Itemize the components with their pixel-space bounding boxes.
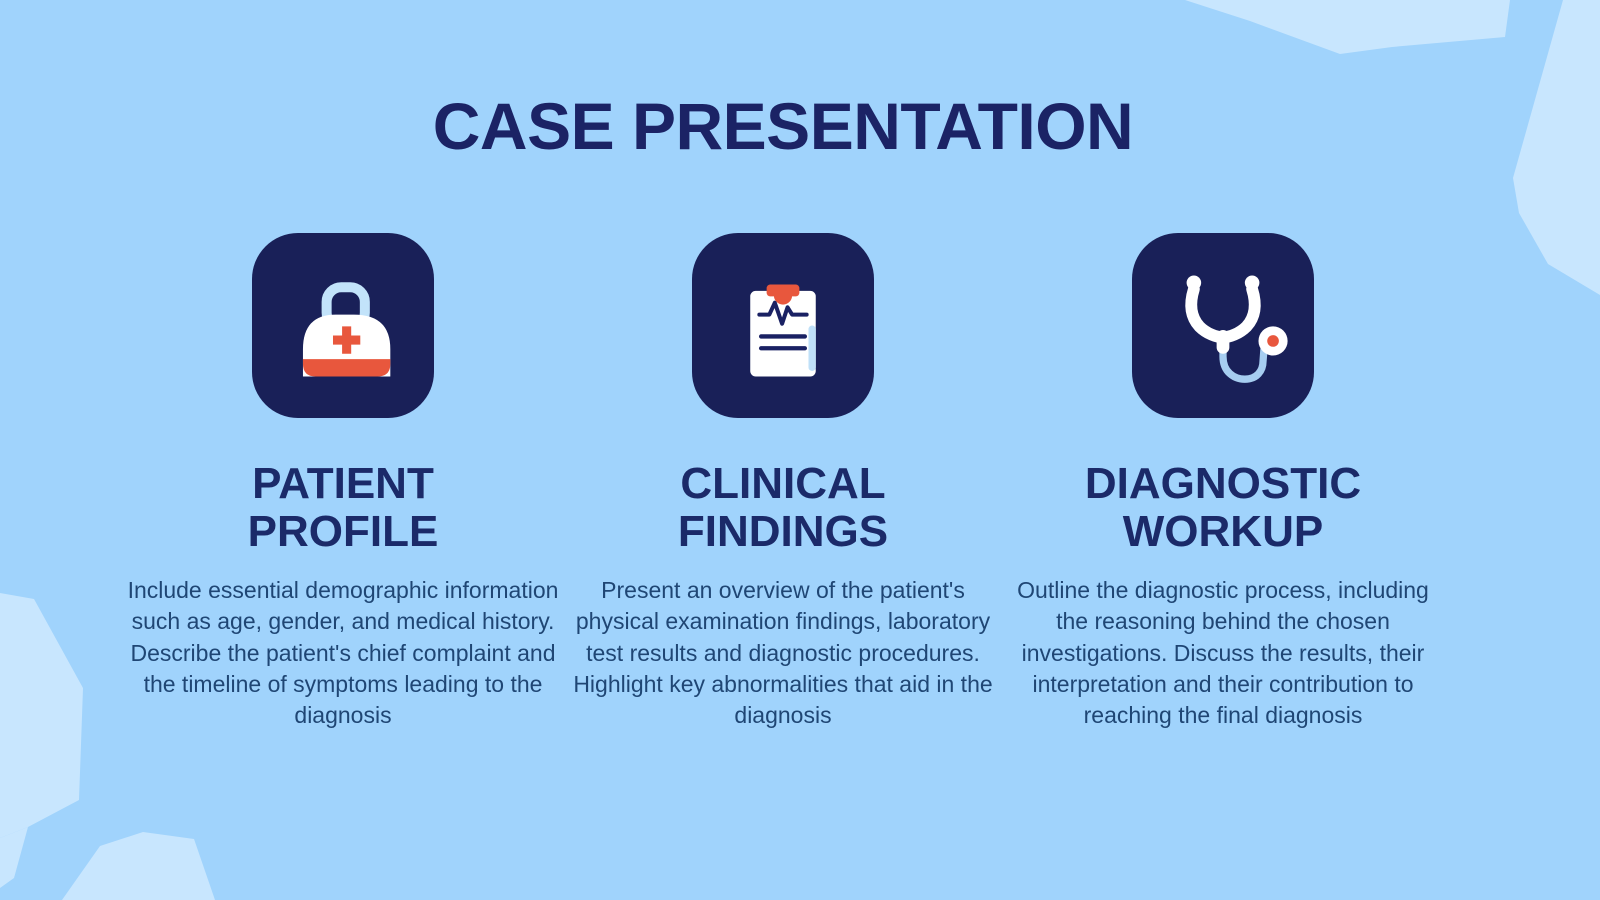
column-heading: DIAGNOSTIC WORKUP [1084, 459, 1362, 557]
column-body-text: Outline the diagnostic process, includin… [1017, 576, 1429, 729]
icon-tile [1132, 233, 1314, 418]
page-title: CASE PRESENTATION [432, 89, 1134, 163]
column-body-text: Include essential demographic informatio… [127, 576, 559, 729]
feature-column: DIAGNOSTIC WORKUP Outline the diagnostic… [1003, 233, 1443, 732]
icon-tile [692, 233, 874, 418]
stethoscope-icon [1185, 275, 1288, 383]
columns-row: PATIENT PROFILE Include essential demogr… [123, 233, 1443, 732]
icon-tile [252, 233, 434, 418]
clipboard-icon [750, 284, 816, 377]
feature-column: CLINICAL FINDINGS Present an overview of… [563, 233, 1003, 732]
feature-column: PATIENT PROFILE Include essential demogr… [123, 233, 563, 732]
column-heading: CLINICAL FINDINGS [677, 459, 889, 557]
medical-bag-icon [302, 282, 391, 377]
column-heading: PATIENT PROFILE [247, 459, 439, 557]
column-body-text: Present an overview of the patient's phy… [573, 576, 993, 729]
